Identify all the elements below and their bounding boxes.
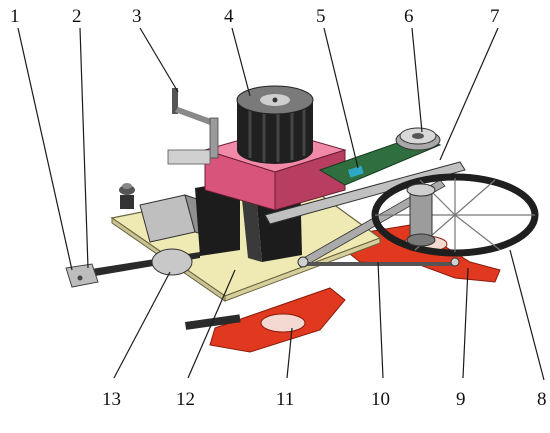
label-10: 10 — [371, 389, 390, 410]
label-13: 13 — [102, 389, 121, 410]
crank-handle-icon — [167, 88, 219, 165]
label-8: 8 — [537, 389, 547, 410]
label-12: 12 — [176, 389, 195, 410]
roller-wheel — [151, 248, 193, 276]
label-7: 7 — [490, 6, 500, 27]
adjust-knob — [119, 183, 135, 209]
label-9: 9 — [456, 389, 466, 410]
label-5: 5 — [316, 6, 326, 27]
frame-beam — [264, 161, 466, 267]
pulley-icon — [395, 127, 441, 151]
label-6: 6 — [404, 6, 414, 27]
motor-icon — [236, 85, 314, 164]
label-1: 1 — [10, 6, 20, 27]
label-3: 3 — [132, 6, 142, 27]
label-2: 2 — [72, 6, 82, 27]
leader-lines — [17, 27, 545, 381]
red-blade-left — [185, 287, 346, 353]
label-4: 4 — [224, 6, 234, 27]
part-labels: 1 2 3 4 5 6 7 8 9 10 11 12 13 — [10, 6, 547, 410]
spoked-wheel — [371, 173, 539, 257]
label-11: 11 — [276, 389, 294, 410]
spindle-hub — [406, 183, 436, 247]
